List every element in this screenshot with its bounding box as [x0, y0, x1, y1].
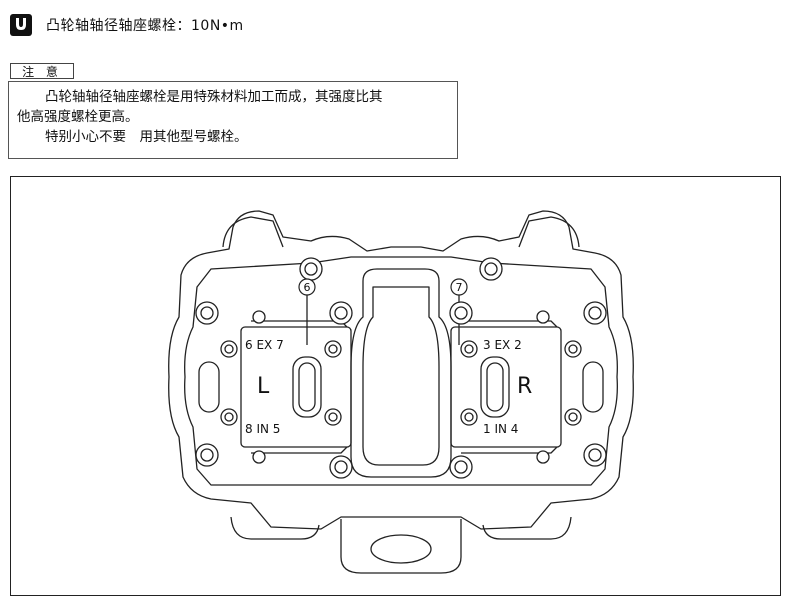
cylinder-head-figure: 6 7 6 EX 7 L 8 IN 5 3 EX 2 R 1 IN 4 [10, 176, 781, 596]
note-line-2: 他高强度螺栓更高。 [17, 109, 139, 125]
callout-6-circle [298, 278, 316, 296]
right-cap-top-label: 3 EX 2 [483, 338, 522, 352]
left-cap-bottom-label: 8 IN 5 [245, 422, 280, 436]
right-cap-bottom-label: 1 IN 4 [483, 422, 518, 436]
left-cap-top-label: 6 EX 7 [245, 338, 284, 352]
torque-spec-text: 凸轮轴轴径轴座螺栓：10N•m [46, 18, 244, 34]
right-cap-letter: R [517, 374, 532, 399]
callout-7-circle [450, 278, 468, 296]
cylinder-head-drawing: 6 7 6 EX 7 L 8 IN 5 3 EX 2 R 1 IN 4 [168, 210, 634, 574]
torque-spec: 凸轮轴轴径轴座螺栓：10N•m [10, 13, 244, 37]
callout-7: 7 [456, 281, 463, 294]
torque-wrench-icon [10, 14, 32, 36]
note-line-3: 特别小心不要 用其他型号螺栓。 [45, 129, 248, 145]
note-line-1: 凸轮轴轴径轴座螺栓是用特殊材料加工而成，其强度比其 [45, 89, 383, 105]
callout-6: 6 [304, 281, 311, 294]
left-cap-letter: L [257, 374, 270, 399]
note-box: 凸轮轴轴径轴座螺栓是用特殊材料加工而成，其强度比其 他高强度螺栓更高。 特别小心… [8, 81, 458, 159]
note-label: 注 意 [10, 63, 74, 79]
